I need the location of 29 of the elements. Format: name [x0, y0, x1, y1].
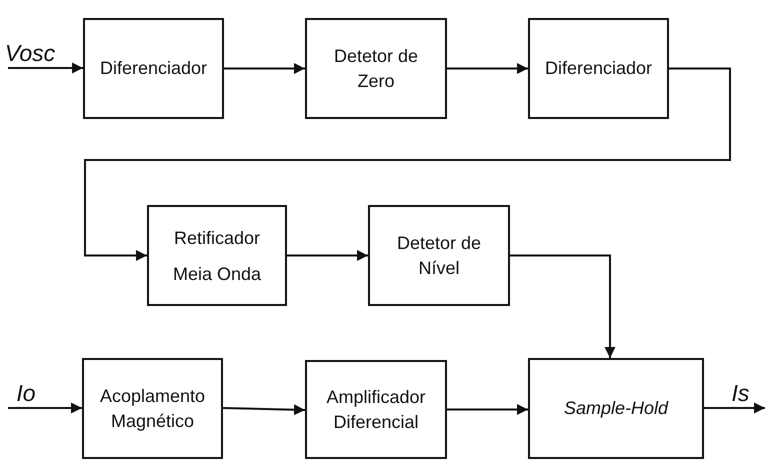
block-label: Diferenciador [544, 57, 654, 80]
arrow [287, 250, 368, 261]
signal-label: Vosc [4, 39, 56, 68]
arrow [84, 68, 731, 261]
block-label: Retificador Meia Onda [172, 226, 262, 286]
process-box [528, 18, 669, 119]
arrow [510, 254, 616, 358]
block-label: Diferenciador [98, 57, 208, 80]
arrow [447, 404, 528, 415]
block-label: Sample-Hold [562, 397, 670, 420]
arrow [447, 63, 528, 74]
block-label: Amplificador Diferencial [325, 386, 427, 434]
arrow [8, 62, 83, 74]
process-box [305, 18, 447, 119]
process-box [368, 205, 510, 306]
block-label: Acoplamento Magnético [98, 385, 206, 433]
process-box [83, 18, 224, 119]
process-box [305, 360, 447, 459]
arrow [8, 402, 82, 414]
process-box [528, 358, 704, 459]
process-box [147, 205, 287, 306]
process-box [82, 358, 223, 459]
arrow [224, 63, 305, 74]
signal-label: Io [15, 379, 37, 408]
arrow [222, 404, 306, 416]
arrow [704, 402, 765, 414]
block-label: Detetor de Zero [332, 45, 420, 92]
signal-label: Is [730, 379, 750, 408]
block-label: Detetor de Nível [396, 232, 482, 280]
